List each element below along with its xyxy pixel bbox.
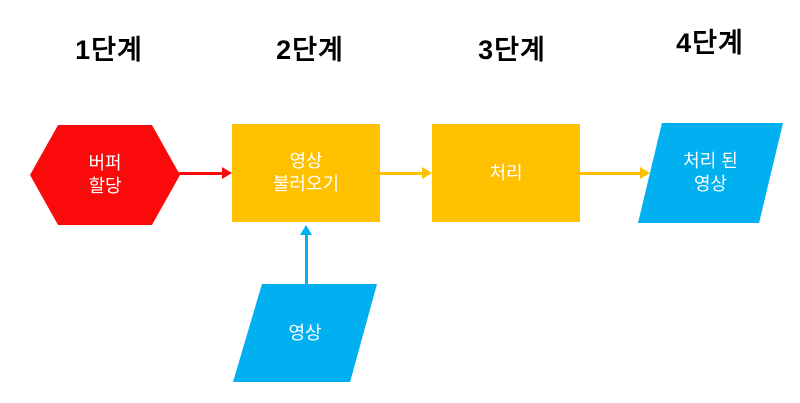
arrow-head-right-icon: [222, 167, 232, 179]
node-processed-image-label: 처리 된 영상: [683, 151, 738, 194]
arrow-head-right-icon: [640, 167, 650, 179]
node-buffer-allocation-label: 버퍼 할당: [88, 153, 122, 196]
node-load-image-label: 영상 불러오기: [272, 151, 340, 194]
node-load-image: 영상 불러오기: [232, 124, 380, 222]
node-process-label: 처리: [489, 162, 523, 183]
arrow-line: [580, 172, 642, 175]
node-image-input-label: 영상: [288, 322, 322, 343]
arrow-line: [305, 234, 308, 284]
stage-header-1: 1단계: [75, 35, 143, 65]
stage-header-4: 4단계: [676, 28, 744, 58]
stage-header-2: 2단계: [276, 35, 344, 65]
node-process: 처리: [432, 124, 580, 222]
node-processed-image: 처리 된 영상: [638, 123, 783, 223]
arrow-line: [178, 172, 224, 175]
node-image-input: 영상: [233, 284, 377, 382]
stage-header-3: 3단계: [478, 35, 546, 65]
arrow-head-right-icon: [422, 167, 432, 179]
node-buffer-allocation: 버퍼 할당: [30, 125, 180, 225]
arrow-head-up-icon: [300, 225, 312, 235]
arrow-line: [380, 172, 424, 175]
